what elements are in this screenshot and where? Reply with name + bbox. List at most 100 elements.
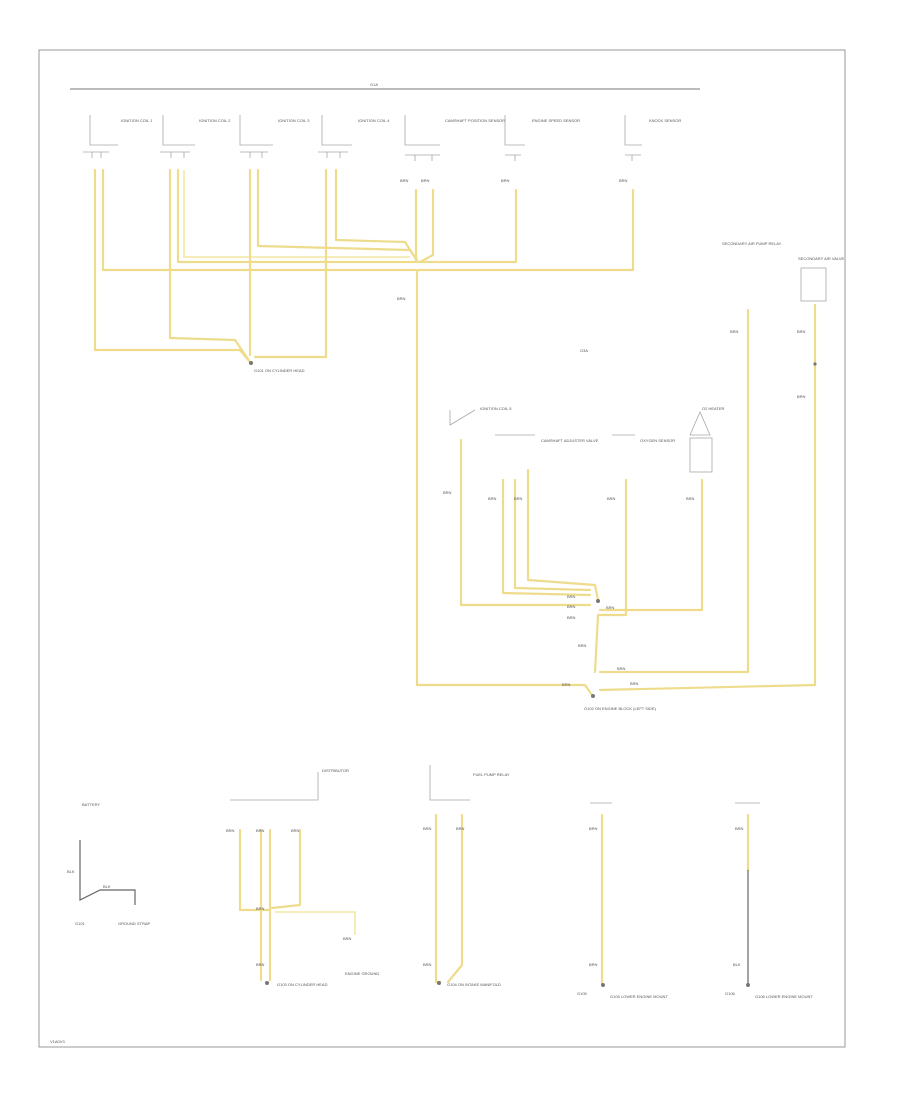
svg-text:G105: G105: [577, 991, 588, 996]
label-ignition-coil-5: IGNITION COIL 5: [480, 406, 512, 411]
bottom-left-code: V1A0V3: [50, 1039, 65, 1044]
diagram-frame: [38, 49, 846, 1048]
label-o2-heater: O2 HEATER: [702, 406, 724, 411]
component-camshaft-position-sensor: [404, 115, 440, 146]
svg-text:BRN: BRN: [562, 682, 571, 687]
center-label: G3A: [580, 348, 588, 353]
component-ignition-coil-2: [162, 115, 195, 146]
svg-text:BRN: BRN: [797, 394, 806, 399]
connector-heads: [83, 151, 641, 161]
component-ignition-coil-3: [239, 115, 273, 146]
label-engine-ground: ENGINE GROUND: [345, 971, 379, 976]
svg-text:G101: G101: [75, 921, 86, 926]
wire-main-trunk: [415, 268, 594, 697]
wire-relay: [598, 308, 750, 674]
label-ground-b4: G106 LOWER ENGINE MOUNT: [755, 994, 813, 999]
label-engine-speed-sensor: ENGINE SPEED SENSOR: [532, 118, 580, 123]
component-secondary-air-valve: [800, 267, 827, 302]
svg-text:BRN: BRN: [589, 962, 598, 967]
component-o2-heater: [689, 410, 711, 436]
svg-text:BRN: BRN: [589, 826, 598, 831]
svg-text:BRN: BRN: [256, 962, 265, 967]
right-components: SECONDARY AIR PUMP RELAY SECONDARY AIR V…: [598, 241, 844, 692]
svg-text:G106: G106: [725, 991, 736, 996]
wire-coil2-a: [168, 168, 252, 364]
label-ground-left-top: G101 ON CYLINDER HEAD: [254, 368, 305, 373]
wire-mid-6: [598, 478, 704, 612]
svg-text:BRN: BRN: [501, 178, 510, 183]
svg-text:BRN: BRN: [630, 681, 639, 686]
wire-coil4-b: [334, 168, 420, 264]
label-ignition-coil-4: IGNITION COIL 4: [358, 118, 390, 123]
svg-text:BRN: BRN: [606, 605, 615, 610]
label-ground-b2: G104 ON INTAKE MANIFOLD: [447, 982, 501, 987]
wire-coil2-c: [183, 170, 410, 258]
svg-text:BRN: BRN: [397, 296, 406, 301]
svg-text:BRN: BRN: [730, 329, 739, 334]
wire-coil3-b: [256, 168, 420, 264]
svg-text:BRN: BRN: [514, 496, 523, 501]
label-oxygen-sensor: OXYGEN SENSOR: [640, 438, 675, 443]
component-engine-speed-sensor: [504, 115, 525, 146]
ground-left-top: G101 ON CYLINDER HEAD: [249, 361, 305, 373]
ground-b4-group: BRN BLK G106 G106 LOWER ENGINE MOUNT: [725, 802, 813, 999]
label-ground-center: G102 ON ENGINE BLOCK (LEFT SIDE): [584, 706, 657, 711]
middle-components: IGNITION COIL 5 CAMSHAFT ADJUSTER VALVE …: [449, 406, 724, 473]
svg-text:BRN: BRN: [423, 826, 432, 831]
svg-text:BLK: BLK: [103, 884, 111, 889]
svg-text:BRN: BRN: [456, 826, 465, 831]
svg-text:BRN: BRN: [578, 643, 587, 648]
top-label: G1A: [370, 82, 378, 87]
label-ignition-coil-2: IGNITION COIL 2: [199, 118, 231, 123]
svg-text:BRN: BRN: [686, 496, 695, 501]
component-distributor: [230, 772, 319, 801]
wire-coil2-b: [176, 168, 417, 264]
label-secondary-air-pump-relay: SECONDARY AIR PUMP RELAY: [722, 241, 782, 246]
component-ignition-coil-5: [449, 409, 476, 426]
svg-text:BLK: BLK: [67, 869, 75, 874]
svg-text:BRN: BRN: [735, 826, 744, 831]
svg-text:BRN: BRN: [443, 490, 452, 495]
wire-knock: [416, 188, 635, 272]
battery-group: BATTERY BLK BLK G101 GROUND STRAP: [67, 802, 151, 926]
wire-code-labels: BRN BRN BRN BRN BRN BRN BRN BRN: [397, 178, 806, 399]
svg-text:BRN: BRN: [256, 828, 265, 833]
svg-text:BRN: BRN: [421, 178, 430, 183]
wire-valve: [598, 303, 817, 692]
svg-text:BRN: BRN: [567, 604, 576, 609]
component-ignition-coil-4: [321, 115, 352, 146]
ground-center: G102 ON ENGINE BLOCK (LEFT SIDE): [584, 694, 657, 711]
wire-mid-5: [593, 478, 628, 674]
component-group-top: IGNITION COIL 1 IGNITION COIL 2 IGNITION…: [89, 115, 681, 146]
svg-text:BRN: BRN: [617, 666, 626, 671]
component-knock-sensor: [624, 115, 642, 146]
distributor-group: DISTRIBUTOR BRN BRN BRN BRN BRN BRN ENGI…: [226, 768, 379, 987]
svg-text:BRN: BRN: [226, 828, 235, 833]
label-ground-strap: GROUND STRAP: [118, 921, 151, 926]
middle-wire-codes: BRN BRN BRN BRN BRN BRN BRN BRN BRN BRN …: [443, 490, 695, 687]
label-ignition-coil-1: IGNITION COIL 1: [121, 118, 153, 123]
svg-text:BRN: BRN: [567, 594, 576, 599]
svg-text:BRN: BRN: [291, 828, 300, 833]
svg-text:BRN: BRN: [256, 906, 265, 911]
label-camshaft-position-sensor: CAMSHAFT POSITION SENSOR: [445, 118, 505, 123]
ground-b3-group: BRN BRN G105 G105 LOWER ENGINE MOUNT: [577, 802, 668, 999]
label-ground-b1: G103 ON CYLINDER HEAD: [277, 982, 328, 987]
label-secondary-air-valve: SECONDARY AIR VALVE: [798, 256, 844, 261]
label-distributor: DISTRIBUTOR: [322, 768, 349, 773]
wire-speed: [418, 188, 518, 264]
component-ignition-coil-1: [89, 115, 118, 146]
label-knock-sensor: KNOCK SENSOR: [649, 118, 681, 123]
label-camshaft-adjuster: CAMSHAFT ADJUSTER VALVE: [541, 438, 599, 443]
svg-text:BLK: BLK: [733, 962, 741, 967]
svg-text:BRN: BRN: [607, 496, 616, 501]
wire-mid-2: [501, 478, 592, 597]
label-fuel-pump-relay: FUEL PUMP RELAY: [473, 772, 510, 777]
wire-coil1-b: [101, 168, 417, 272]
label-ground-b3: G105 LOWER ENGINE MOUNT: [610, 994, 668, 999]
fuel-pump-relay-group: FUEL PUMP RELAY BRN BRN BRN G104 ON INTA…: [423, 765, 510, 987]
wire-mid-3: [513, 478, 592, 592]
svg-text:BRN: BRN: [567, 615, 576, 620]
component-fuel-pump-relay: [429, 765, 470, 801]
